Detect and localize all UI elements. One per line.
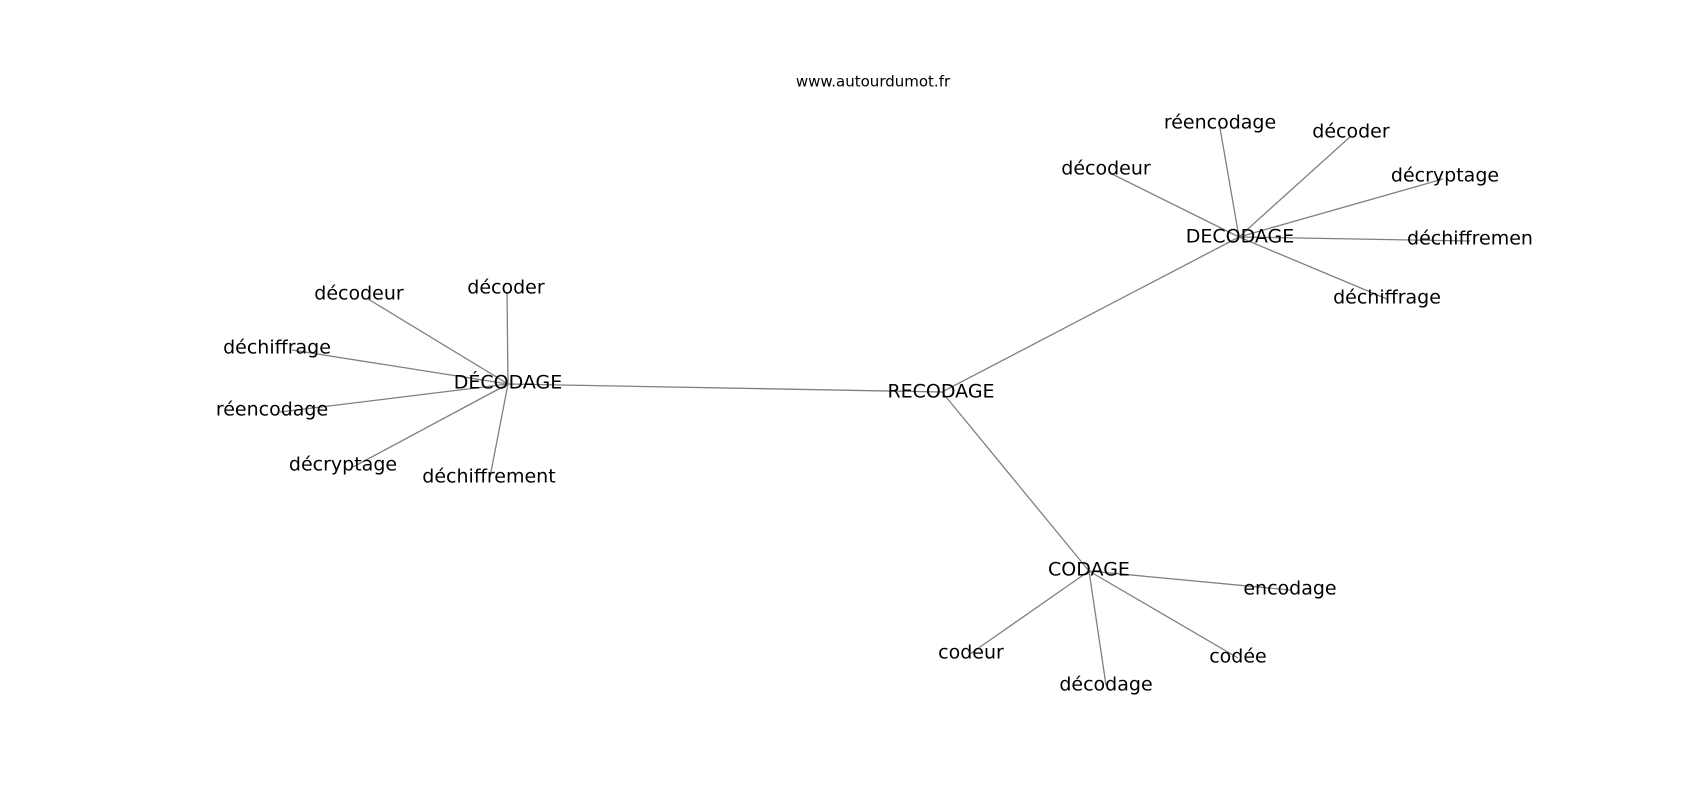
node-decodage-accent[interactable]: DÉCODAGE [454, 371, 563, 394]
node-right-dechiffremen[interactable]: déchiffremen [1407, 228, 1533, 250]
node-right-reencodage[interactable]: réencodage [1164, 112, 1276, 134]
edge-codage-codee [1088, 570, 1239, 659]
node-codage-codee[interactable]: codée [1209, 646, 1267, 668]
node-codage-encodage[interactable]: encodage [1243, 578, 1336, 600]
labels: www.autourdumot.fr RECODAGE DÉCODAGE DEC… [216, 73, 1533, 696]
edge-decodage-plain-reencodage [1219, 127, 1240, 238]
node-right-decryptage[interactable]: décryptage [1391, 165, 1499, 187]
node-codage-decodage[interactable]: décodage [1059, 674, 1152, 696]
edge-decodage-accent-decryptage [352, 383, 509, 468]
edge-decodage-plain-dechiffremen [1238, 236, 1471, 242]
edge-decodage-accent-dechiffrement [489, 383, 509, 478]
node-left-dechiffrage[interactable]: déchiffrage [223, 337, 331, 359]
node-left-decoder[interactable]: décoder [467, 277, 545, 299]
edge-codage-decodage [1088, 570, 1107, 686]
edge-codage-codeur [969, 570, 1090, 655]
edge-decodage-accent-dechiffrage [291, 349, 509, 385]
node-decodage-plain[interactable]: DECODAGE [1186, 226, 1295, 248]
edge-decodage-accent-reencodage [279, 383, 509, 413]
edge-decodage-plain-decodeur [1109, 172, 1240, 238]
node-codage-codeur[interactable]: codeur [938, 642, 1004, 664]
node-left-reencodage[interactable]: réencodage [216, 399, 328, 421]
edge-decodage-plain-dechiffrage [1238, 236, 1388, 300]
node-right-decodeur[interactable]: décodeur [1061, 158, 1151, 180]
node-codage[interactable]: CODAGE [1048, 559, 1130, 581]
node-left-decodeur[interactable]: décodeur [314, 283, 404, 305]
node-left-decryptage[interactable]: décryptage [289, 454, 397, 476]
node-right-decoder[interactable]: décoder [1312, 121, 1390, 143]
edge-decodage-plain-decoder [1238, 135, 1352, 238]
node-right-dechiffrage[interactable]: déchiffrage [1333, 287, 1441, 309]
source-watermark: www.autourdumot.fr [796, 73, 951, 91]
edge-recodage-decodage-accent [507, 383, 943, 393]
edge-recodage-codage [941, 391, 1090, 572]
edge-decodage-accent-decodeur [367, 298, 509, 385]
node-left-dechiffrement[interactable]: déchiffrement [422, 466, 555, 488]
edges [279, 127, 1471, 686]
node-recodage[interactable]: RECODAGE [887, 381, 994, 403]
edge-recodage-decodage-plain [941, 236, 1240, 393]
edge-decodage-accent-decoder [506, 291, 509, 385]
edge-decodage-plain-decryptage [1238, 178, 1444, 238]
edge-codage-encodage [1088, 570, 1291, 591]
